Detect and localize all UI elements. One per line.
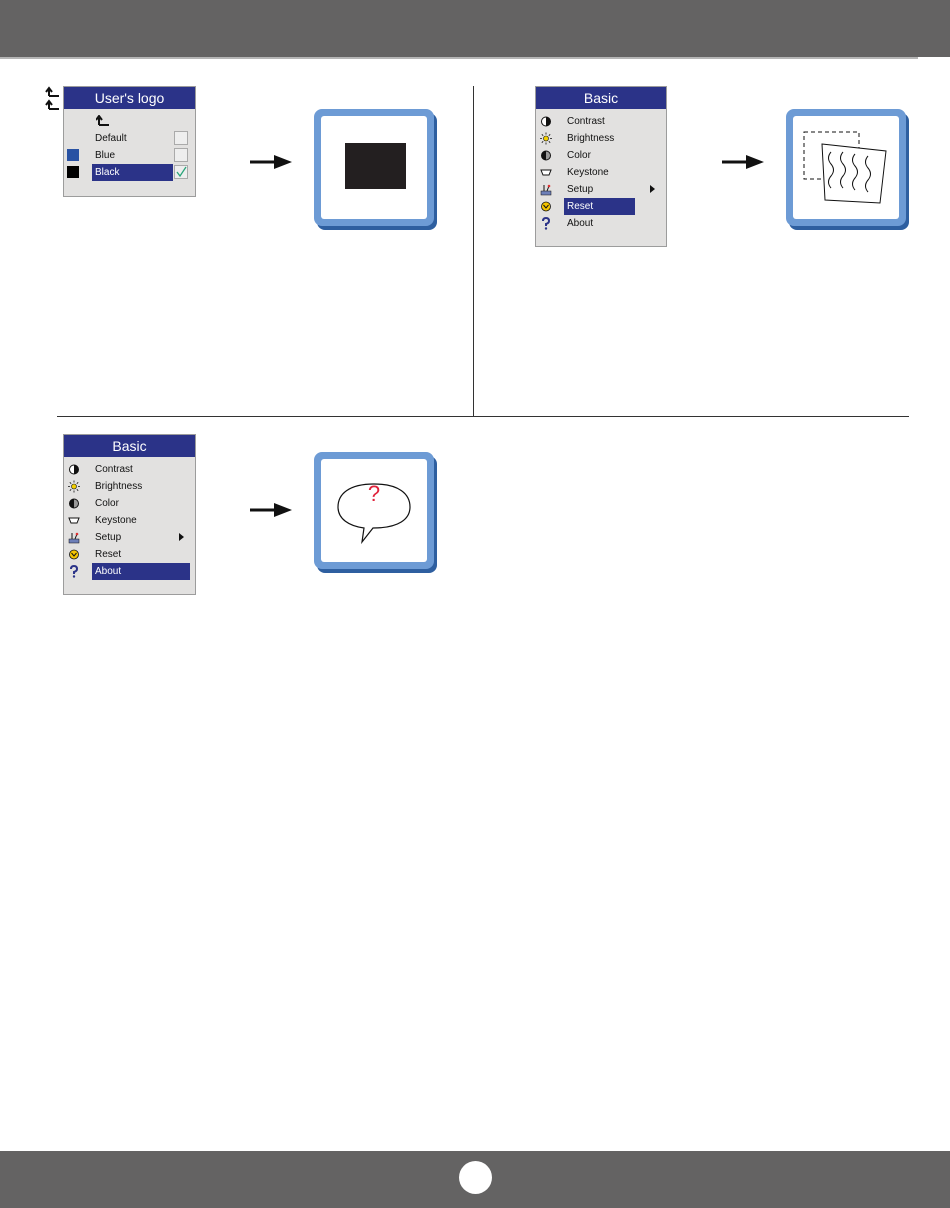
about-icon — [540, 217, 552, 230]
menu-item-keystone[interactable]: Keystone — [64, 512, 195, 529]
screen-frame: ? — [314, 452, 434, 569]
user-logo-menu: User's logo Default Blue Black — [63, 86, 196, 197]
arrow-right-icon — [250, 155, 292, 169]
submenu-arrow-icon — [650, 185, 655, 193]
color-swatch — [67, 166, 79, 178]
menu-title: User's logo — [64, 87, 195, 109]
menu-item-about[interactable]: About — [536, 215, 666, 232]
section-divider-horizontal — [57, 416, 909, 417]
menu-item-label: About — [92, 563, 190, 580]
contrast-icon — [68, 463, 80, 476]
menu-item-brightness[interactable]: Brightness — [536, 130, 666, 147]
screen-frame — [314, 109, 434, 226]
color-icon — [540, 149, 552, 162]
menu-item-label: About — [564, 215, 596, 232]
menu-item-label: Brightness — [564, 130, 617, 147]
check-icon — [175, 166, 187, 178]
menu-item-label: Contrast — [92, 461, 136, 478]
menu-item-return[interactable] — [64, 113, 195, 130]
menu-item-color[interactable]: Color — [536, 147, 666, 164]
reset-icon — [540, 200, 552, 213]
menu-item-reset[interactable]: Reset — [64, 546, 195, 563]
basic-menu-about: Basic Contrast Brightness Color Keystone… — [63, 434, 196, 595]
menu-item-label: Black — [92, 164, 173, 181]
menu-item-label: Brightness — [92, 478, 145, 495]
menu-item-blue[interactable]: Blue — [64, 147, 195, 164]
menu-item-setup[interactable]: Setup — [536, 181, 666, 198]
menu-item-label: Reset — [564, 198, 635, 215]
submenu-arrow-icon — [179, 533, 184, 541]
checkbox[interactable] — [174, 131, 188, 145]
menu-item-keystone[interactable]: Keystone — [536, 164, 666, 181]
contrast-icon — [540, 115, 552, 128]
return-arrow-icon — [96, 115, 110, 127]
setup-icon — [68, 531, 80, 544]
menu-item-brightness[interactable]: Brightness — [64, 478, 195, 495]
section-divider-vertical — [473, 86, 474, 417]
keystone-icon — [68, 514, 80, 527]
menu-item-label: Blue — [92, 147, 118, 164]
reset-screen-icon — [793, 116, 899, 219]
back-arrows-icon — [45, 86, 61, 112]
menu-item-default[interactable]: Default — [64, 130, 195, 147]
menu-item-label: Default — [92, 130, 130, 147]
color-swatch — [67, 149, 79, 161]
menu-item-label: Setup — [92, 529, 124, 546]
color-icon — [68, 497, 80, 510]
menu-item-label: Color — [564, 147, 594, 164]
checkbox[interactable] — [174, 148, 188, 162]
checkbox-checked[interactable] — [174, 165, 188, 179]
basic-menu-reset: Basic Contrast Brightness Color Keystone… — [535, 86, 667, 247]
arrow-right-icon — [722, 155, 764, 169]
menu-item-label: Reset — [92, 546, 124, 563]
keystone-icon — [540, 166, 552, 179]
header-bar-edge — [0, 57, 918, 59]
arrow-right-icon — [250, 503, 292, 517]
menu-item-contrast[interactable]: Contrast — [64, 461, 195, 478]
menu-item-about[interactable]: About — [64, 563, 195, 580]
question-mark: ? — [321, 481, 427, 507]
speech-bubble-icon — [321, 459, 427, 562]
brightness-icon — [540, 132, 552, 145]
menu-item-label: Keystone — [564, 164, 612, 181]
about-icon — [68, 565, 80, 578]
menu-item-label: Keystone — [92, 512, 140, 529]
menu-item-black[interactable]: Black — [64, 164, 195, 181]
about-screen-icon: ? — [321, 459, 427, 562]
reset-icon — [68, 548, 80, 561]
page-number-badge — [459, 1161, 492, 1194]
black-screen-icon — [321, 116, 427, 219]
menu-title: Basic — [536, 87, 666, 109]
menu-item-setup[interactable]: Setup — [64, 529, 195, 546]
screen-frame — [786, 109, 906, 226]
menu-item-label: Contrast — [564, 113, 608, 130]
menu-item-label: Setup — [564, 181, 596, 198]
menu-title: Basic — [64, 435, 195, 457]
menu-item-reset[interactable]: Reset — [536, 198, 666, 215]
menu-item-contrast[interactable]: Contrast — [536, 113, 666, 130]
menu-item-color[interactable]: Color — [64, 495, 195, 512]
header-bar — [0, 0, 950, 57]
brightness-icon — [68, 480, 80, 493]
setup-icon — [540, 183, 552, 196]
menu-item-label: Color — [92, 495, 122, 512]
